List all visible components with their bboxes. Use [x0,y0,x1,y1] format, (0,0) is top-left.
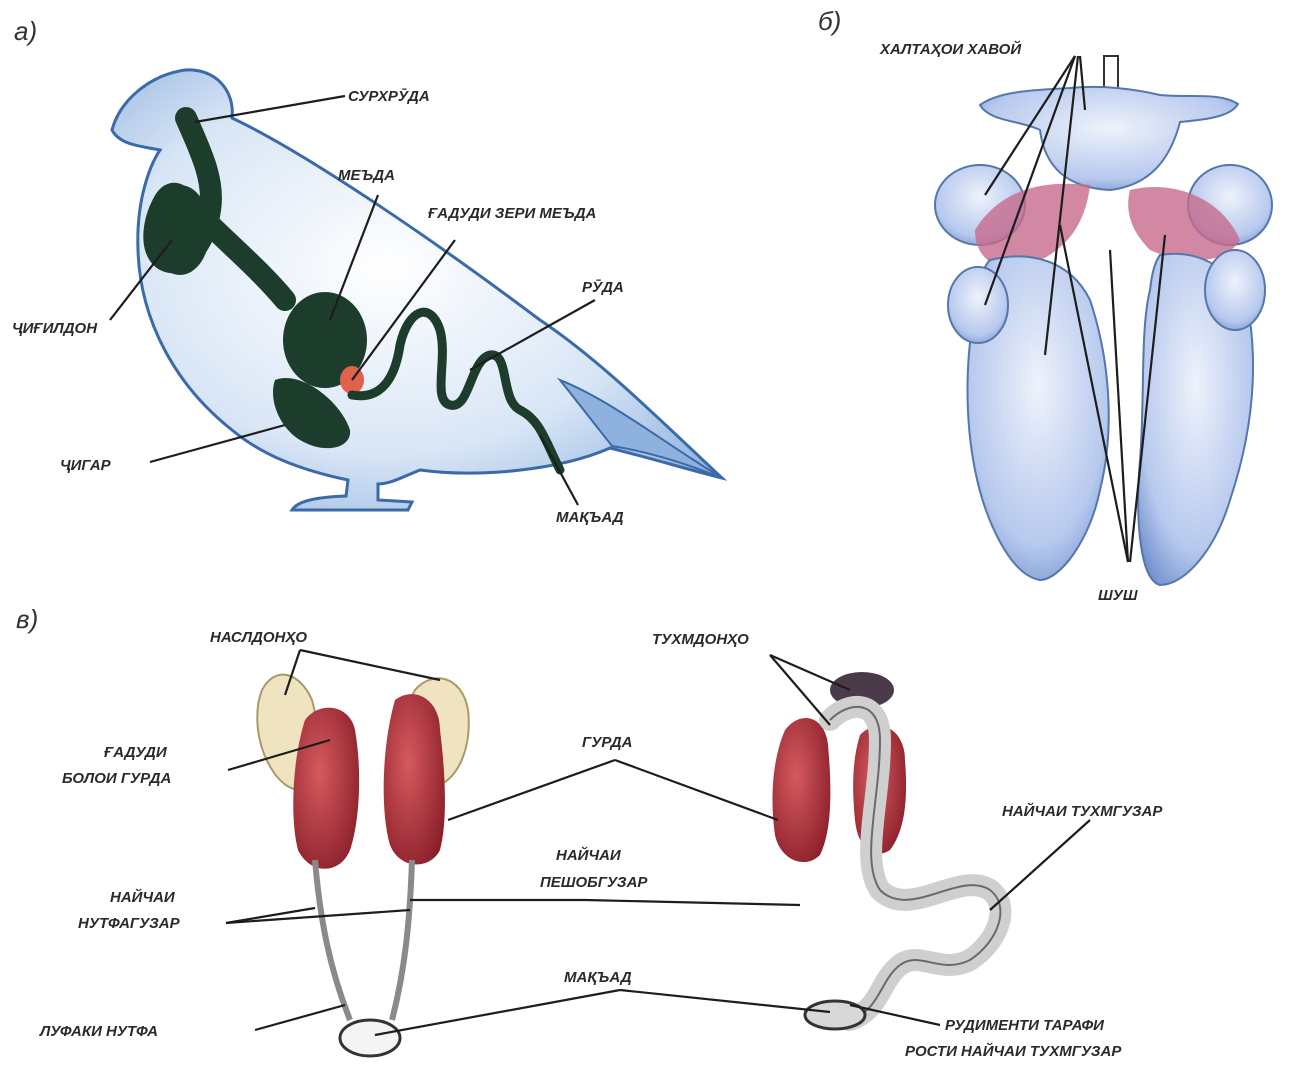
label-air-sacs: ХАЛТАҲОИ ХАВОЙ [879,40,1022,58]
label-rudiment-line2: РОСТИ НАЙЧАИ ТУХМГУЗАР [905,1042,1122,1060]
label-oviduct: НАЙЧАИ ТУХМГУЗАР [1002,802,1163,820]
label-kidney: ГУРДА [582,734,632,751]
right-vas-deferens [392,860,412,1020]
label-ovaries: ТУХМДОНҲО [652,631,749,648]
label-lungs: ШУШ [1098,587,1138,604]
label-cloaca: МАҚЪАД [564,969,632,986]
label-ureter-line2: ПЕШОБГУЗАР [540,874,648,891]
label-adrenal-line1: ҒАДУДИ [104,744,168,761]
leader-ureter-female [585,900,800,905]
label-vas-line1: НАЙЧАИ [110,888,176,906]
crop-shape [150,185,210,275]
leader-oviduct [990,820,1090,910]
male-cloaca-shape [340,1020,400,1056]
leader-kidney-female [615,760,778,820]
panel-a-digestive: а) СУРХРӮДА МЕЪДА ҒАДУДИ ЗЕРИ МЕЪДА РӮДА… [12,16,722,526]
label-crop: ҶИҒИЛДОН [12,320,98,337]
leader-cloaca-male [375,990,620,1035]
leader-testis-right [300,650,440,680]
label-stomach: МЕЪДА [338,167,395,184]
panel-b-letter: б) [818,6,841,36]
label-rectum: МАҚЪАД [556,509,624,526]
leader-seminal-vesicle [255,1005,345,1030]
label-seminal-vesicle: ЛУФАКИ НУТФА [39,1023,158,1040]
label-ureter-line1: НАЙЧАИ [556,846,622,864]
label-pancreas: ҒАДУДИ ЗЕРИ МЕЪДА [428,205,596,222]
panel-c-urogenital: в) НАСЛДОНҲО ТУХМДОНҲО [16,604,1163,1060]
female-cloaca-shape [805,1001,865,1029]
leader-kidney-male [448,760,615,820]
leader-cloaca-female [620,990,830,1012]
leader-ovary-2 [770,655,850,690]
upper-air-sacs [980,87,1238,190]
left-posterior-sac [948,267,1008,343]
label-intestine: РӮДА [582,279,624,296]
leader-vas-right [226,910,410,923]
panel-b-respiratory: б) ХАЛТАҲОИ ХАВОЙ ШУШ [818,6,1272,604]
label-liver: ҶИГАР [60,457,112,474]
label-vas-line2: НУТФАГУЗАР [78,915,181,932]
label-esophagus: СУРХРӮДА [348,88,430,105]
label-testes: НАСЛДОНҲО [210,629,307,646]
left-kidney-shape [293,708,359,869]
leader-ovary-1 [770,655,830,725]
left-vas-deferens [315,860,350,1020]
panel-a-letter: а) [14,16,37,46]
right-posterior-sac [1205,250,1265,330]
left-kidney-female-shape [772,718,830,862]
label-adrenal-line2: БОЛОИ ГУРДА [62,770,171,787]
label-rudiment-line1: РУДИМЕНТИ ТАРАФИ [945,1017,1105,1034]
right-kidney-shape [384,694,445,864]
panel-c-letter: в) [16,604,38,634]
